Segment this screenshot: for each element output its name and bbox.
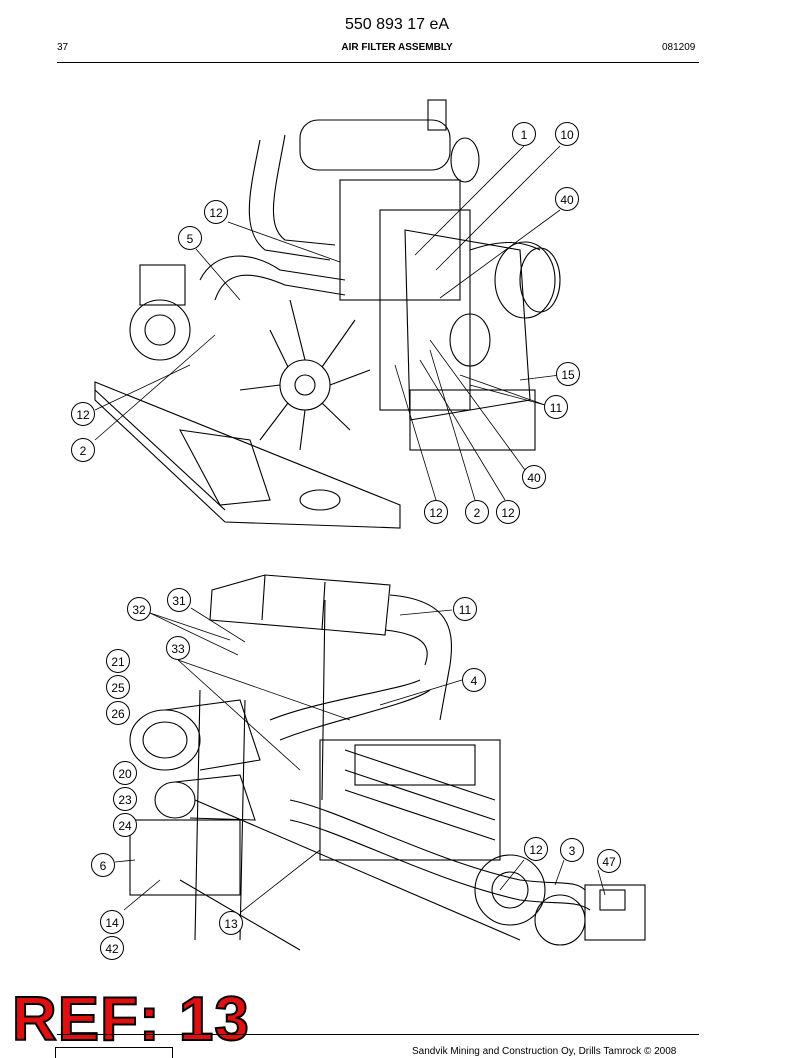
callout-24: 24 (113, 813, 137, 837)
callout-33: 33 (166, 636, 190, 660)
callout-40: 40 (555, 187, 579, 211)
ref-stamp: REF: 13 (11, 984, 250, 1055)
callout-13: 13 (219, 911, 243, 935)
callout-32: 32 (127, 597, 151, 621)
callout-12: 12 (524, 837, 548, 861)
footer-copyright: Sandvik Mining and Construction Oy, Dril… (412, 1046, 677, 1057)
callout-3: 3 (560, 838, 584, 862)
callout-14: 14 (100, 910, 124, 934)
callout-4: 4 (462, 668, 486, 692)
callout-40: 40 (522, 465, 546, 489)
callout-12: 12 (71, 402, 95, 426)
callout-6: 6 (91, 853, 115, 877)
callout-5: 5 (178, 226, 202, 250)
callout-11: 11 (544, 395, 568, 419)
header-rule (57, 62, 699, 63)
footer-rule (57, 1034, 699, 1035)
callout-47: 47 (597, 849, 621, 873)
callout-15: 15 (556, 362, 580, 386)
callout-20: 20 (113, 761, 137, 785)
callout-12: 12 (424, 500, 448, 524)
callout-10: 10 (555, 122, 579, 146)
callout-12: 12 (204, 200, 228, 224)
callout-12: 12 (496, 500, 520, 524)
callout-31: 31 (167, 588, 191, 612)
callout-25: 25 (106, 675, 130, 699)
page-number: 37 (57, 42, 69, 53)
page-title: AIR FILTER ASSEMBLY (341, 42, 453, 53)
callout-11: 11 (453, 597, 477, 621)
date-code: 081209 (662, 42, 696, 53)
callout-21: 21 (106, 649, 130, 673)
callout-23: 23 (113, 787, 137, 811)
callout-1: 1 (512, 122, 536, 146)
callout-42: 42 (100, 936, 124, 960)
document-number: 550 893 17 eA (344, 16, 450, 33)
callout-26: 26 (106, 701, 130, 725)
callout-2: 2 (71, 438, 95, 462)
callout-2: 2 (465, 500, 489, 524)
